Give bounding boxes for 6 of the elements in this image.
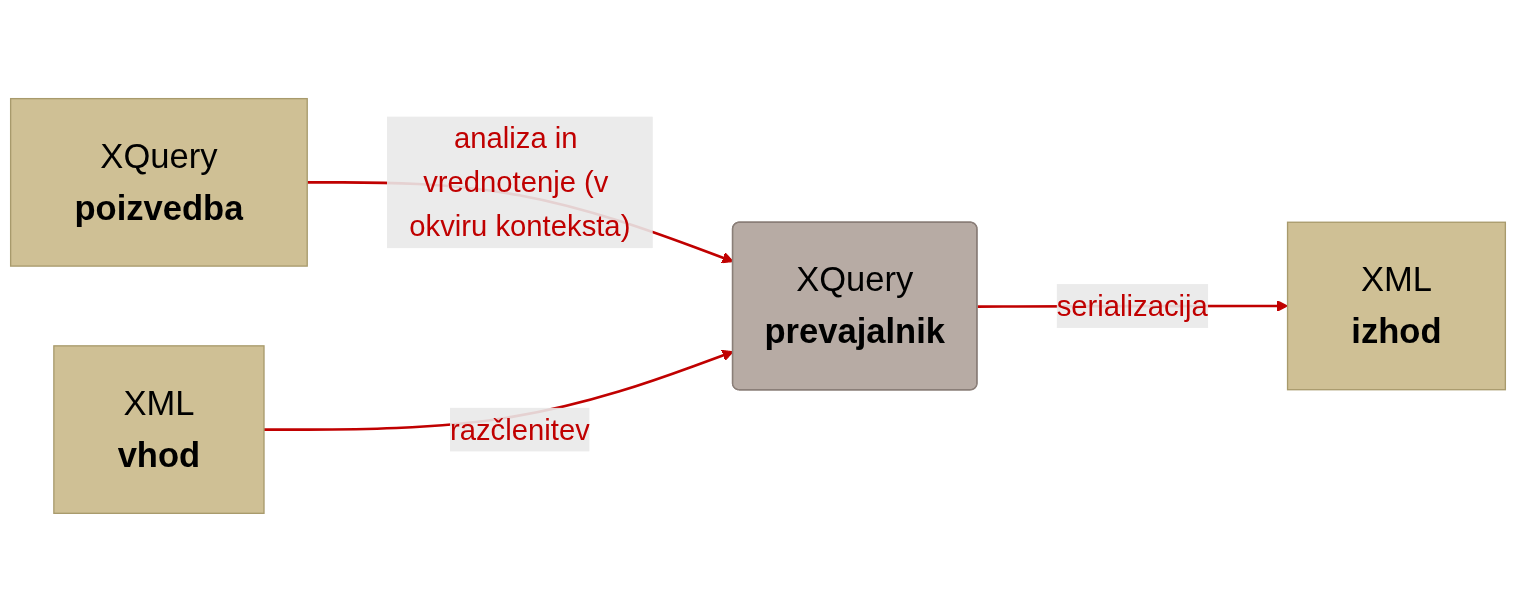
node-box: XML vhod: [53, 344, 265, 514]
edge-label: analiza in vrednotenje (v okviru konteksta): [409, 121, 631, 243]
node-box: XML izhod: [1286, 221, 1507, 390]
edge-label: razčlenitev: [450, 412, 590, 446]
node-box: XQuery poizvedba: [9, 97, 308, 267]
edge-label: serializacija: [1056, 288, 1208, 323]
